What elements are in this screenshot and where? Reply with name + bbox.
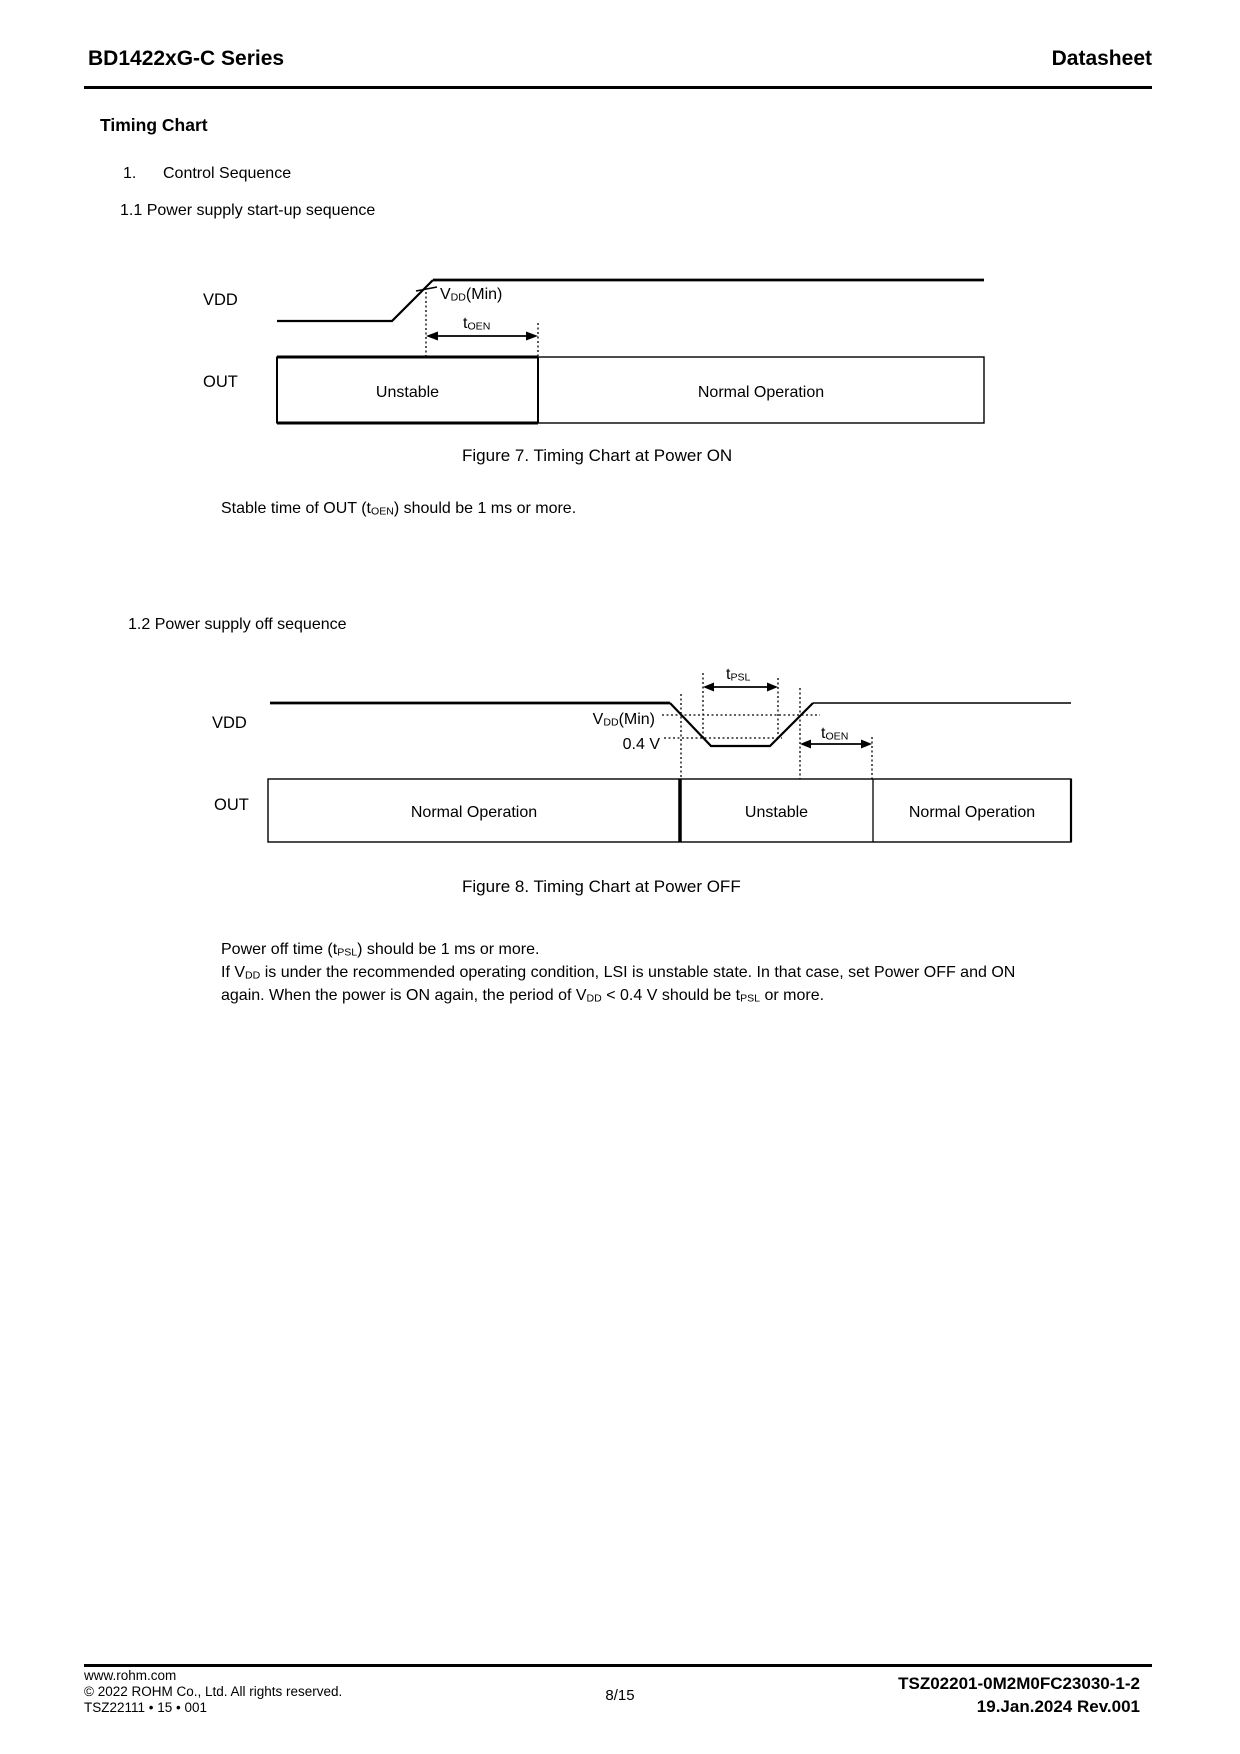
list-item-label: Control Sequence	[163, 165, 292, 182]
footer-website-link[interactable]: www.rohm.com	[84, 1668, 177, 1683]
fig7-out-signal-label: OUT	[203, 373, 238, 391]
fig7-cell-normal: Normal Operation	[697, 384, 825, 401]
fig8-04v-label: 0.4 V	[622, 736, 660, 753]
fig7-vdd-rise-trace	[277, 279, 434, 323]
fig8-toen-arrowhead-left	[800, 739, 811, 749]
subsection-1-2-title: 1.2 Power supply off sequence	[128, 616, 347, 633]
footer-page-number: 8/15	[605, 1687, 635, 1704]
fig8-tpsl-arrowhead-left	[703, 682, 714, 692]
footer-rule	[84, 1664, 1152, 1667]
fig8-toen-label: tOEN	[821, 725, 849, 743]
fig7-toen-label: tOEN	[463, 315, 491, 333]
footer-left-block: www.rohm.com © 2022 ROHM Co., Ltd. All r…	[84, 1668, 342, 1716]
fig8-vddmin-label: VDD(Min)	[592, 711, 655, 729]
footer-right-block: TSZ02201-0M2M0FC23030-1-2 19.Jan.2024 Re…	[898, 1672, 1140, 1718]
fig7-arrowhead-left	[426, 331, 438, 341]
fig8-toen-arrowhead-right	[861, 739, 872, 749]
fig8-cell-unstable: Unstable	[744, 804, 809, 821]
fig8-tpsl-arrowhead-right	[767, 682, 778, 692]
fig8-out-signal-label: OUT	[214, 796, 249, 814]
fig8-cell-normal-after: Normal Operation	[908, 804, 1036, 821]
figure7-note: Stable time of OUT (tOEN) should be 1 ms…	[221, 500, 577, 518]
footer-doc-code-right: TSZ02201-0M2M0FC23030-1-2	[898, 1674, 1140, 1693]
doc-type-label: Datasheet	[1051, 47, 1152, 70]
note-line-2: If VDD is under the recommended operatin…	[221, 964, 1016, 982]
figure8-waveform-canvas	[267, 673, 1073, 843]
figure8-caption: Figure 8. Timing Chart at Power OFF	[462, 877, 741, 896]
note-line-1: Power off time (tPSL) should be 1 ms or …	[221, 941, 540, 959]
fig7-vdd-signal-label: VDD	[203, 291, 238, 309]
section-heading: Timing Chart	[100, 115, 208, 135]
fig8-vdd-signal-label: VDD	[212, 714, 247, 732]
fig8-tpsl-label: tPSL	[726, 666, 751, 684]
footer-copyright: © 2022 ROHM Co., Ltd. All rights reserve…	[84, 1684, 343, 1699]
list-item-number: 1.	[123, 165, 137, 182]
page-title: BD1422xG-C Series	[88, 47, 285, 70]
figure7-waveform-canvas	[276, 278, 985, 425]
fig7-vddmin-tick	[415, 286, 438, 292]
fig7-cell-unstable: Unstable	[375, 384, 440, 401]
subsection-1-1-title: 1.1 Power supply start-up sequence	[120, 202, 376, 219]
footer-doc-code-left: TSZ22111 • 15 • 001	[84, 1700, 208, 1715]
fig7-arrowhead-right	[526, 331, 538, 341]
footer-revision-date: 19.Jan.2024 Rev.001	[976, 1697, 1140, 1716]
note-line-3: again. When the power is ON again, the p…	[221, 987, 825, 1005]
fig8-cell-normal-before: Normal Operation	[410, 804, 538, 821]
fig7-vddmin-label: VDD(Min)	[440, 286, 503, 304]
figure8-notes: Power off time (tPSL) should be 1 ms or …	[221, 938, 1015, 1007]
header-rule	[84, 86, 1152, 89]
fig8-vdd-dip-trace	[669, 702, 814, 748]
figure7-caption: Figure 7. Timing Chart at Power ON	[462, 446, 733, 465]
